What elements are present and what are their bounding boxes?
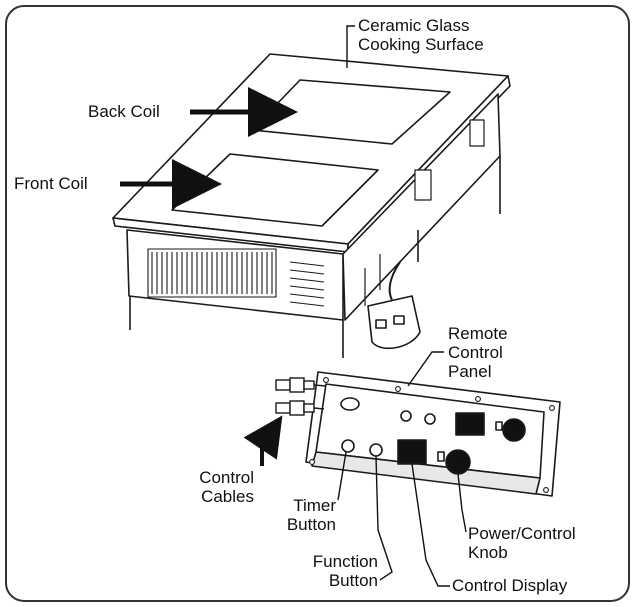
label-front-coil: Front Coil [14,174,88,193]
remote-control-panel [305,371,561,497]
leader-remote-panel [407,351,444,387]
brand-logo [340,397,360,411]
label-front-coil-text: Front Coil [14,174,88,193]
leader-function [375,455,393,581]
label-function-line1: Function [312,552,378,571]
upper-display [455,412,485,436]
label-back-coil-text: Back Coil [88,102,160,121]
label-remote-line3: Panel [448,362,492,381]
label-back-coil: Back Coil [88,102,160,121]
label-remote-panel: Remote Control Panel [448,324,508,381]
label-control-display-text: Control Display [452,576,568,595]
leader-power-knob [457,473,467,533]
control-display [397,439,427,465]
label-ceramic-glass-line2: Cooking Surface [358,35,484,54]
control-cable-connectors [275,377,327,416]
leader-display [411,463,450,587]
timer-button [341,439,355,453]
side-brackets [364,119,485,306]
label-power-knob: Power/Control Knob [468,524,576,562]
label-timer-line2: Button [286,515,336,534]
label-control-cables: Control Cables [170,468,254,506]
label-power-line2: Knob [468,543,508,562]
power-cord [388,261,401,301]
label-cables-line2: Cables [201,487,254,506]
upper-knob-mark [495,421,503,431]
label-remote-line2: Control [448,343,503,362]
plug-prong [375,319,387,329]
label-control-display: Control Display [452,576,567,595]
upper-knob [502,418,526,442]
label-timer-line1: Timer [293,496,336,515]
power-knob-mark [437,451,445,462]
label-ceramic-glass-line1: Ceramic Glass [358,16,470,35]
flange-screws [309,377,555,493]
label-remote-line1: Remote [448,324,508,343]
upper-button-1 [400,410,412,422]
label-power-line1: Power/Control [468,524,576,543]
plug-prong [393,315,405,325]
side-slats [289,261,325,307]
label-ceramic-glass: Ceramic Glass Cooking Surface [358,16,484,54]
leader-timer [337,451,347,501]
label-function-line2: Button [328,571,378,590]
leader-lines [337,25,467,587]
leader-ceramic-glass [346,25,355,68]
label-timer-button: Timer Button [262,496,336,534]
diagram-frame [5,5,630,602]
cooktop-unit [112,53,511,358]
label-cables-line1: Control [199,468,254,487]
arrow-control-cables [243,415,283,466]
function-button [369,443,383,457]
label-function-button: Function Button [286,552,378,590]
power-control-knob [445,449,471,475]
front-vent [147,248,277,298]
upper-button-2 [424,413,436,425]
